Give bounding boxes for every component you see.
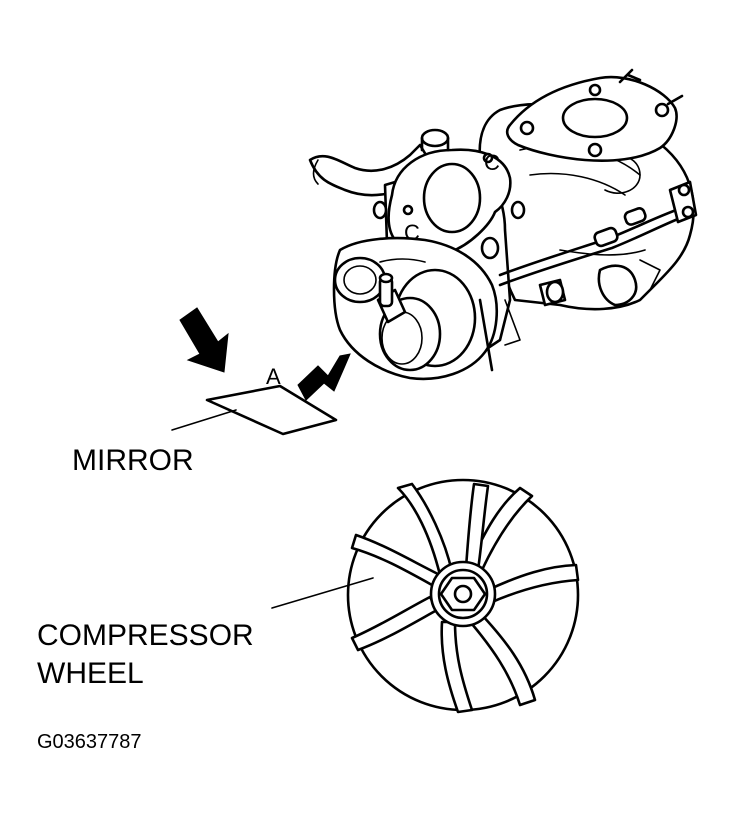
- compressor-wheel: [271, 478, 580, 714]
- flange-letter-c-upper: C: [484, 150, 500, 175]
- compressor-label-line1: COMPRESSOR: [37, 619, 254, 652]
- compressor-label-line2: WHEEL: [37, 657, 144, 690]
- view-letter-a: A: [266, 364, 281, 389]
- mirror-leader-line: [171, 409, 237, 431]
- view-arrows: A: [179, 307, 351, 401]
- compressor-wheel-leader-line: [271, 577, 374, 609]
- mirror-group: MIRROR: [72, 384, 338, 477]
- downward-arrow-icon: [179, 307, 229, 373]
- mirror-shape: [205, 384, 338, 436]
- mirror-label: MIRROR: [72, 444, 194, 477]
- toward-turbo-arrow-icon: [297, 353, 351, 401]
- figure-code: G03637787: [37, 731, 142, 753]
- turbocharger-assembly: C C: [308, 68, 698, 381]
- compressor-wheel-blades: [350, 482, 580, 714]
